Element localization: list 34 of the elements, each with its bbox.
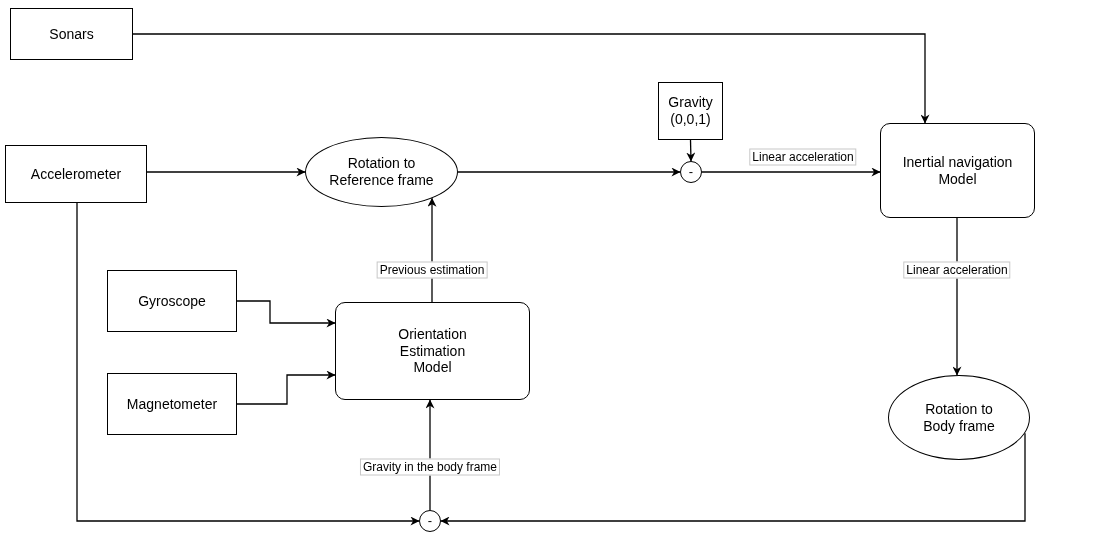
process-box bbox=[5, 145, 147, 203]
arrow bbox=[132, 33, 930, 124]
arrow bbox=[146, 167, 306, 177]
arrow bbox=[440, 432, 1026, 526]
process-box bbox=[10, 8, 133, 60]
node-label: Gravity (0,0,1) bbox=[667, 94, 714, 128]
node-label: Sonars bbox=[49, 25, 94, 43]
node-label: - bbox=[427, 513, 433, 529]
edge-label: Linear acceleration bbox=[903, 261, 1011, 279]
node-label: - bbox=[688, 164, 694, 180]
process-box bbox=[107, 373, 237, 435]
edge-label: Linear acceleration bbox=[749, 148, 857, 166]
arrow bbox=[236, 300, 336, 328]
edge-label: Gravity in the body frame bbox=[359, 458, 501, 476]
arrow bbox=[701, 167, 881, 177]
arrow bbox=[952, 217, 962, 376]
process-box bbox=[880, 123, 1035, 218]
arrow bbox=[236, 370, 336, 405]
node-label: Accelerometer bbox=[30, 165, 122, 183]
node-label: Rotation to Reference frame bbox=[328, 155, 435, 189]
operator-circle bbox=[419, 510, 441, 532]
edge-label: Previous estimation bbox=[376, 261, 488, 279]
node-label: Inertial navigation Model bbox=[901, 153, 1014, 188]
node-label: Magnetometer bbox=[126, 395, 218, 413]
process-box bbox=[107, 270, 237, 332]
node-label: Orientation Estimation Model bbox=[397, 325, 468, 377]
operator-circle bbox=[680, 161, 702, 183]
arrow bbox=[76, 202, 420, 526]
process-box bbox=[335, 302, 530, 400]
arrow bbox=[457, 167, 681, 177]
node-label: Gyroscope bbox=[138, 292, 206, 310]
node-label: Rotation to Body frame bbox=[922, 400, 996, 435]
arrow bbox=[686, 139, 696, 162]
process-box bbox=[658, 82, 723, 140]
